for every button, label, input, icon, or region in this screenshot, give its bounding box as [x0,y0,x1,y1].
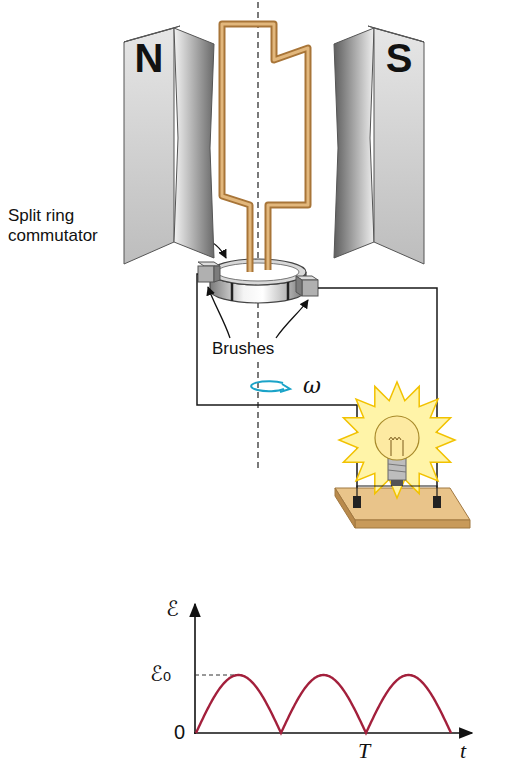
leader-line [276,300,308,338]
rotation-axis [257,2,258,470]
origin-label: 0 [174,721,185,744]
pole-face [124,28,174,264]
bulb-globe [375,416,419,460]
pole-letter: S [374,38,424,78]
brush-side [214,266,220,282]
brushes [198,262,318,296]
wire [197,274,357,498]
bulb-glow [339,382,455,498]
brush-block [302,280,318,296]
terminal [433,496,441,508]
period-label: T [358,738,370,763]
brush-side [296,276,302,296]
magnet-block [118,18,218,270]
emf-curve [196,675,451,733]
commutator-gap [287,282,290,300]
label-holder: t [460,738,466,763]
label-holder: ℰ [166,597,179,621]
magnet-block [330,18,430,270]
magnet-pole: N [118,18,218,270]
rotation-arrow [251,381,290,392]
peak-value-label: ℰ₀ [150,662,171,686]
pole-letter: N [124,38,174,78]
bulb-lead [402,486,437,498]
bulb-thread [388,470,406,472]
circuit-wires [197,274,437,498]
emf-graph [194,604,472,734]
label-holder: ω [303,373,321,398]
commutator-hole [217,263,299,281]
bulb-contact [391,480,403,486]
bulb-filament [389,438,403,457]
commutator-gap [231,283,234,301]
bulb-board-edge [355,520,470,528]
axis-label: ℰ [166,597,179,621]
bulb-board [335,488,470,520]
part-label: Split ring commutator [8,206,138,245]
terminal [353,496,361,508]
coil-highlight [222,24,308,272]
coil [222,24,308,272]
label-holder: Brushes [210,339,276,359]
rotation-curve [251,381,284,391]
label-holder: 0 [174,721,185,744]
leader-line [208,287,230,338]
magnet-pole: S [330,18,430,270]
label-holder: ℰ₀ [150,662,171,686]
label-holder: T [358,738,370,763]
rotation-head [280,384,290,392]
bulb-thread [388,464,406,466]
coil-wire [222,24,308,272]
brush-top [198,262,220,266]
pole-inner-face [334,28,374,258]
angular-velocity-symbol: ω [303,373,321,398]
bulb-board-edge [335,488,355,528]
split-ring-commutator [210,259,306,303]
pole-face [374,28,424,264]
y-axis [194,604,196,734]
axis-label: t [460,738,466,763]
pole-inner-face [174,28,214,258]
x-axis [194,732,472,734]
commutator-rim [210,259,306,285]
bulb-base [388,458,406,480]
label-holder: Split ring commutator [8,206,138,245]
bulb-lead [357,486,392,498]
brush-block [198,266,214,282]
peak-guide [195,675,238,676]
glow-rays [339,382,455,498]
part-label: Brushes [210,339,276,359]
light-bulb [335,382,470,528]
